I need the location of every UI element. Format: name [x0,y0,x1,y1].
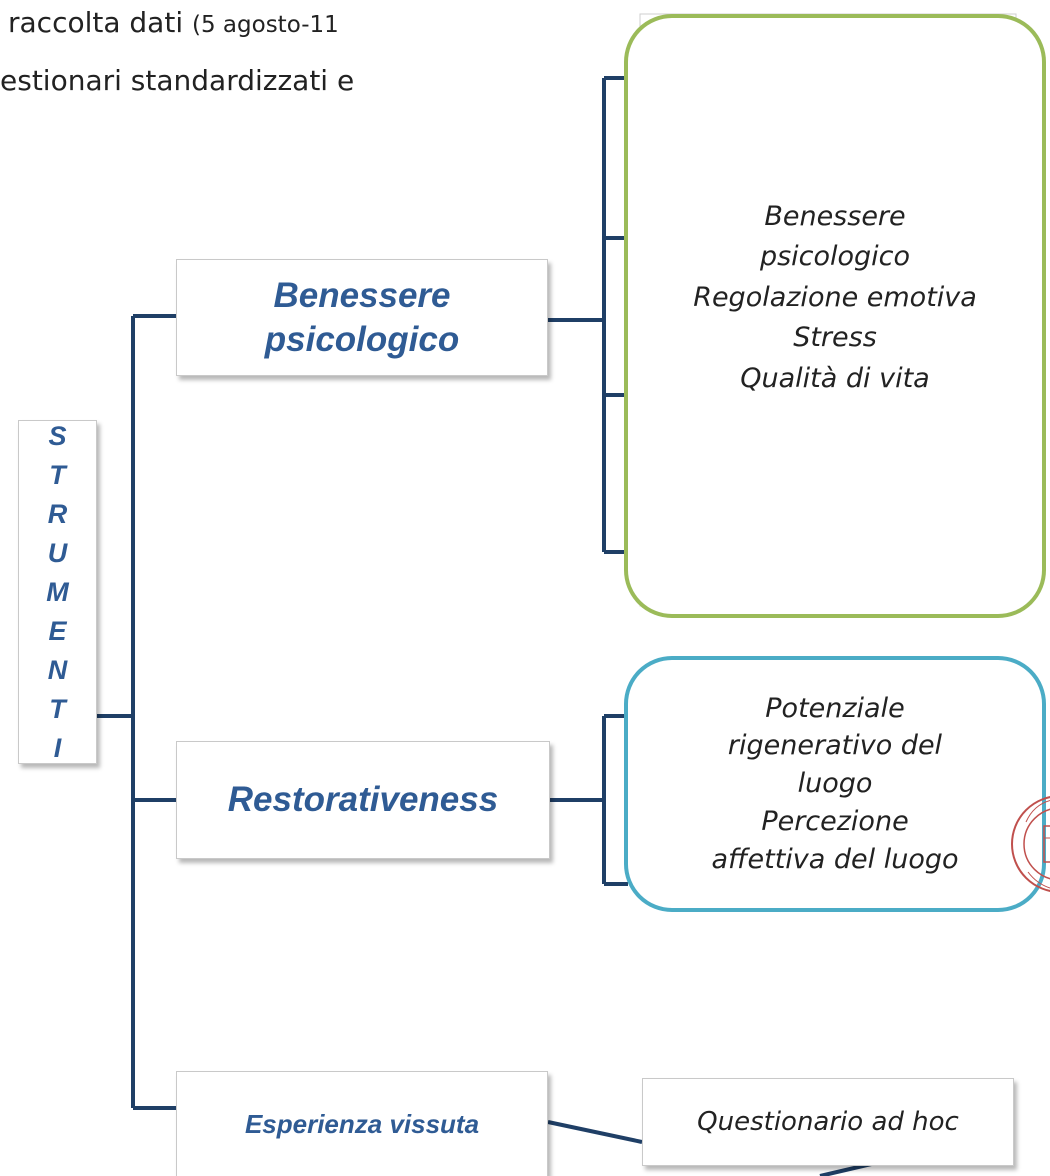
detail-line: Percezione [761,805,909,837]
detail-line: Qualità di vita [740,362,930,394]
category-box-restorativeness: Restorativeness [176,741,550,859]
detail-line: rigenerativo del [727,730,943,762]
university-seal-logo [1004,792,1050,896]
category-label-esperienza: Esperienza vissuta [244,1108,480,1139]
connector-cat3-out [547,1120,643,1144]
category-label-restorativeness: Restorativeness [227,780,499,819]
root-letter: R [47,498,68,529]
detail-box-wellbeing: Benessere psicologico Regolazione emotiv… [624,14,1046,618]
root-letter: U [47,537,68,568]
detail-box-questionario: Questionario ad hoc [642,1078,1014,1166]
root-box-strumenti: S T R U M E N T I [18,420,97,764]
detail-line: Benessere [764,200,906,232]
detail-line: psicologico [759,241,911,273]
intro-line-1: raccolta dati (5 agosto-11 [8,6,528,39]
intro-text-2: estionari standardizzati e [0,64,355,97]
root-letter: M [46,576,69,607]
category-label-benessere: Benessere psicologico [264,275,460,359]
detail-line: affettiva del luogo [711,843,959,875]
detail-lines-wellbeing: Benessere psicologico Regolazione emotiv… [693,197,977,400]
detail-label-questionario: Questionario ad hoc [697,1107,959,1137]
root-letter: S [48,420,67,451]
root-letter: T [49,693,66,724]
root-letter: T [49,459,66,490]
root-letter: N [47,654,68,685]
intro-line-2: estionari standardizzati e [0,64,520,97]
detail-line: Potenziale [765,692,905,724]
detail-line: luogo [797,768,873,800]
root-letter: I [53,732,62,763]
category-box-benessere: Benessere psicologico [176,259,548,376]
detail-lines-restorativeness: Potenziale rigenerativo del luogo Percez… [711,690,958,879]
root-letter: E [48,615,67,646]
detail-line: Regolazione emotiva [693,281,977,313]
seal-icon [1011,796,1050,892]
intro-text-1a: raccolta dati [8,6,184,39]
root-letters: S T R U M E N T I [46,417,69,768]
intro-text-1b: (5 agosto-11 [192,12,339,38]
detail-box-restorativeness: Potenziale rigenerativo del luogo Percez… [624,656,1046,912]
detail-line: Stress [793,322,877,354]
category-box-esperienza: Esperienza vissuta [176,1071,548,1176]
